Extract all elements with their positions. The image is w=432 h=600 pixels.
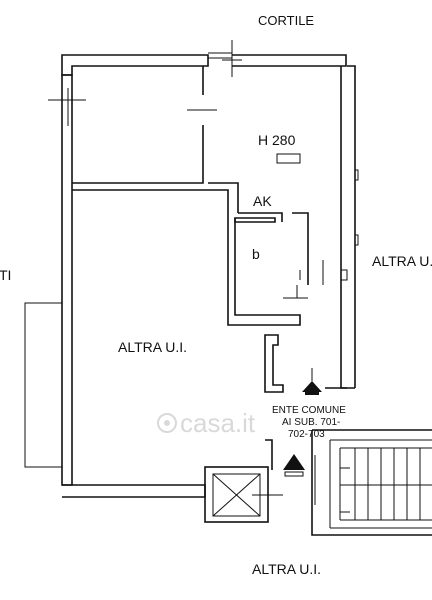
watermark: casa.it — [180, 408, 256, 438]
label-height: H 280 — [258, 132, 296, 148]
label-cortile: CORTILE — [258, 13, 314, 28]
stairs — [311, 429, 432, 536]
height-marker — [276, 153, 301, 164]
window-top — [208, 40, 242, 77]
label-ak: AK — [253, 193, 272, 209]
casa-logo-icon — [157, 413, 177, 433]
entrance-marker-icon — [302, 368, 322, 395]
entrance-marker-icon — [283, 454, 305, 477]
label-ente-2: AI SUB. 701- — [282, 417, 340, 428]
label-ente-1: ENTE COMUNE — [272, 405, 346, 416]
balcony-left — [24, 302, 63, 468]
corridor-walls — [264, 334, 347, 470]
elevator-icon — [204, 466, 283, 523]
label-ente-3: 702-703 — [288, 429, 325, 440]
label-right-unit: ALTRA U.I. — [372, 253, 432, 269]
label-bottom-unit: ALTRA U.I. — [252, 561, 321, 577]
label-left-edge: TI — [0, 267, 11, 283]
inner-walls — [72, 66, 324, 326]
label-left-unit: ALTRA U.I. — [118, 339, 187, 355]
window-left — [48, 88, 86, 126]
label-bath: b — [252, 246, 260, 262]
